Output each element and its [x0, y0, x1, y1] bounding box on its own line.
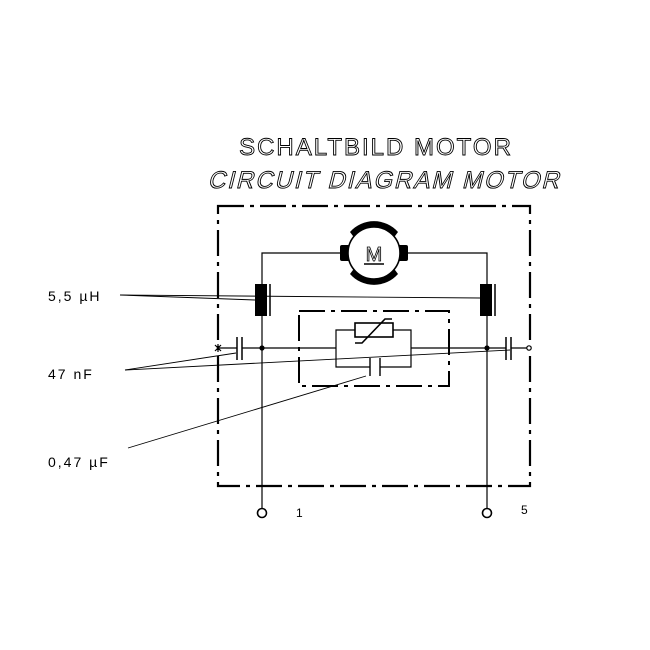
- terminal-5-label: 5: [521, 503, 528, 517]
- ground-point-right: [526, 345, 532, 351]
- junction-dot: [259, 345, 265, 351]
- inductor-left: [255, 284, 271, 316]
- leader-lines: [119, 294, 511, 449]
- terminal-1: [256, 507, 268, 519]
- varistor: [354, 318, 394, 344]
- ground-point-left: [214, 344, 222, 352]
- title-german: SCHALTBILD MOTOR: [239, 134, 513, 161]
- label-cap-47nf: 47 nF: [48, 366, 94, 382]
- terminal-1-label: 1: [296, 506, 303, 520]
- motor-label: M: [366, 244, 383, 266]
- terminal-5: [481, 507, 493, 519]
- label-inductor: 5,5 µH: [48, 288, 102, 304]
- capacitor-left: [236, 337, 243, 360]
- label-cap-047uf: 0,47 µF: [48, 454, 110, 470]
- wires: [218, 252, 529, 510]
- suppressor-boundary: [298, 310, 450, 387]
- inductor-right: [480, 284, 496, 316]
- motor-symbol: M: [340, 221, 408, 285]
- capacitor-047uf: [369, 358, 381, 376]
- capacitor-right: [505, 337, 512, 360]
- title-english: CIRCUIT DIAGRAM MOTOR: [206, 167, 566, 194]
- junction-dot: [484, 345, 490, 351]
